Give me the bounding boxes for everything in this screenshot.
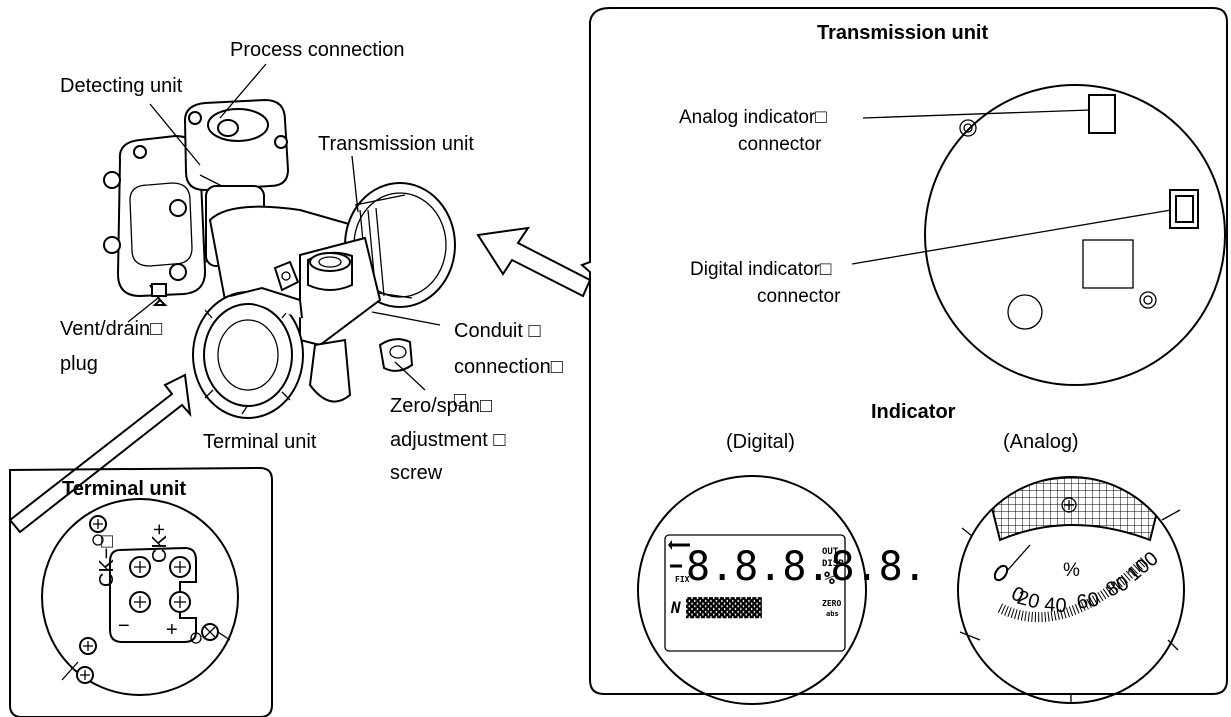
label-conduit: Conduit □ — [454, 320, 541, 342]
lcd-percent: % — [824, 568, 835, 589]
terminal-panel-title: Terminal unit — [62, 478, 186, 500]
digital-connector-label-2: connector — [757, 286, 841, 307]
lcd-disp: DISP — [822, 559, 844, 569]
terminal-ck-plus: CK+ — [149, 524, 171, 563]
analog-tick-100: 100 — [1123, 548, 1163, 586]
label-process-connection: Process connection — [230, 39, 405, 61]
terminal-minus-sign: − — [118, 615, 130, 637]
transmission-unit-body — [208, 182, 456, 403]
analog-connector-label-1: Analog indicator□ — [679, 107, 827, 128]
arrow-terminal — [8, 373, 192, 534]
detecting-unit — [103, 98, 290, 306]
label-screw: screw — [390, 462, 443, 484]
lcd-n: N — [670, 598, 681, 617]
arrow-transmission — [476, 226, 592, 298]
label-zero-span: Zero/span□ — [390, 395, 492, 417]
lcd-fix: FIX — [675, 575, 690, 584]
label-transmission-unit: Transmission unit — [318, 133, 474, 155]
analog-tick-20: 20 — [1015, 587, 1042, 614]
analog-connector-label-2: connector — [738, 134, 822, 155]
transmission-panel-title: Transmission unit — [817, 22, 988, 44]
terminal-ck-minus: CK−□ — [96, 535, 118, 587]
analog-unit: % — [1063, 560, 1080, 581]
analog-tick-60: 60 — [1075, 588, 1101, 614]
label-vent-drain: Vent/drain□ — [60, 318, 162, 340]
label-detecting-unit: Detecting unit — [60, 75, 183, 97]
terminal-unit-panel: Terminal unit CK−□ CK+ − + — [9, 466, 273, 717]
digital-caption: (Digital) — [726, 431, 795, 453]
leader-lines — [127, 63, 441, 415]
label-terminal-unit: Terminal unit — [203, 431, 317, 453]
indicator-title: Indicator — [871, 401, 956, 423]
analog-caption: (Analog) — [1003, 431, 1079, 453]
label-conduit-extra: □ — [454, 389, 466, 411]
lcd-zero: ZERO — [822, 599, 841, 608]
label-plug: plug — [60, 353, 98, 375]
digital-indicator: FIX 8.8.8.8.8. OUT DISP % N ▓▓▓▓▓▓▓ ZERO… — [637, 475, 927, 705]
terminal-plus-sign: + — [166, 619, 178, 641]
analog-tick-40: 40 — [1044, 594, 1067, 617]
digital-connector-label-1: Digital indicator□ — [690, 259, 832, 280]
label-connection: connection□ — [454, 356, 563, 378]
analog-tick-80: 80 — [1103, 572, 1132, 601]
label-adjustment: adjustment □ — [390, 429, 505, 451]
lcd-out: OUT — [822, 547, 839, 557]
transmission-unit-panel: Transmission unit Analog indicator□ conn… — [580, 7, 1228, 705]
transmitter-drawing — [103, 98, 456, 419]
analog-indicator-connector — [1088, 94, 1116, 134]
terminal-unit-cover — [192, 286, 304, 419]
lcd-abs: abs — [826, 610, 839, 618]
lcd-digits: 8.8.8.8.8. — [686, 544, 927, 590]
analog-indicator: % 0 20 40 60 80 100 — [957, 476, 1185, 704]
lcd-segments: ▓▓▓▓▓▓▓ — [686, 597, 762, 619]
